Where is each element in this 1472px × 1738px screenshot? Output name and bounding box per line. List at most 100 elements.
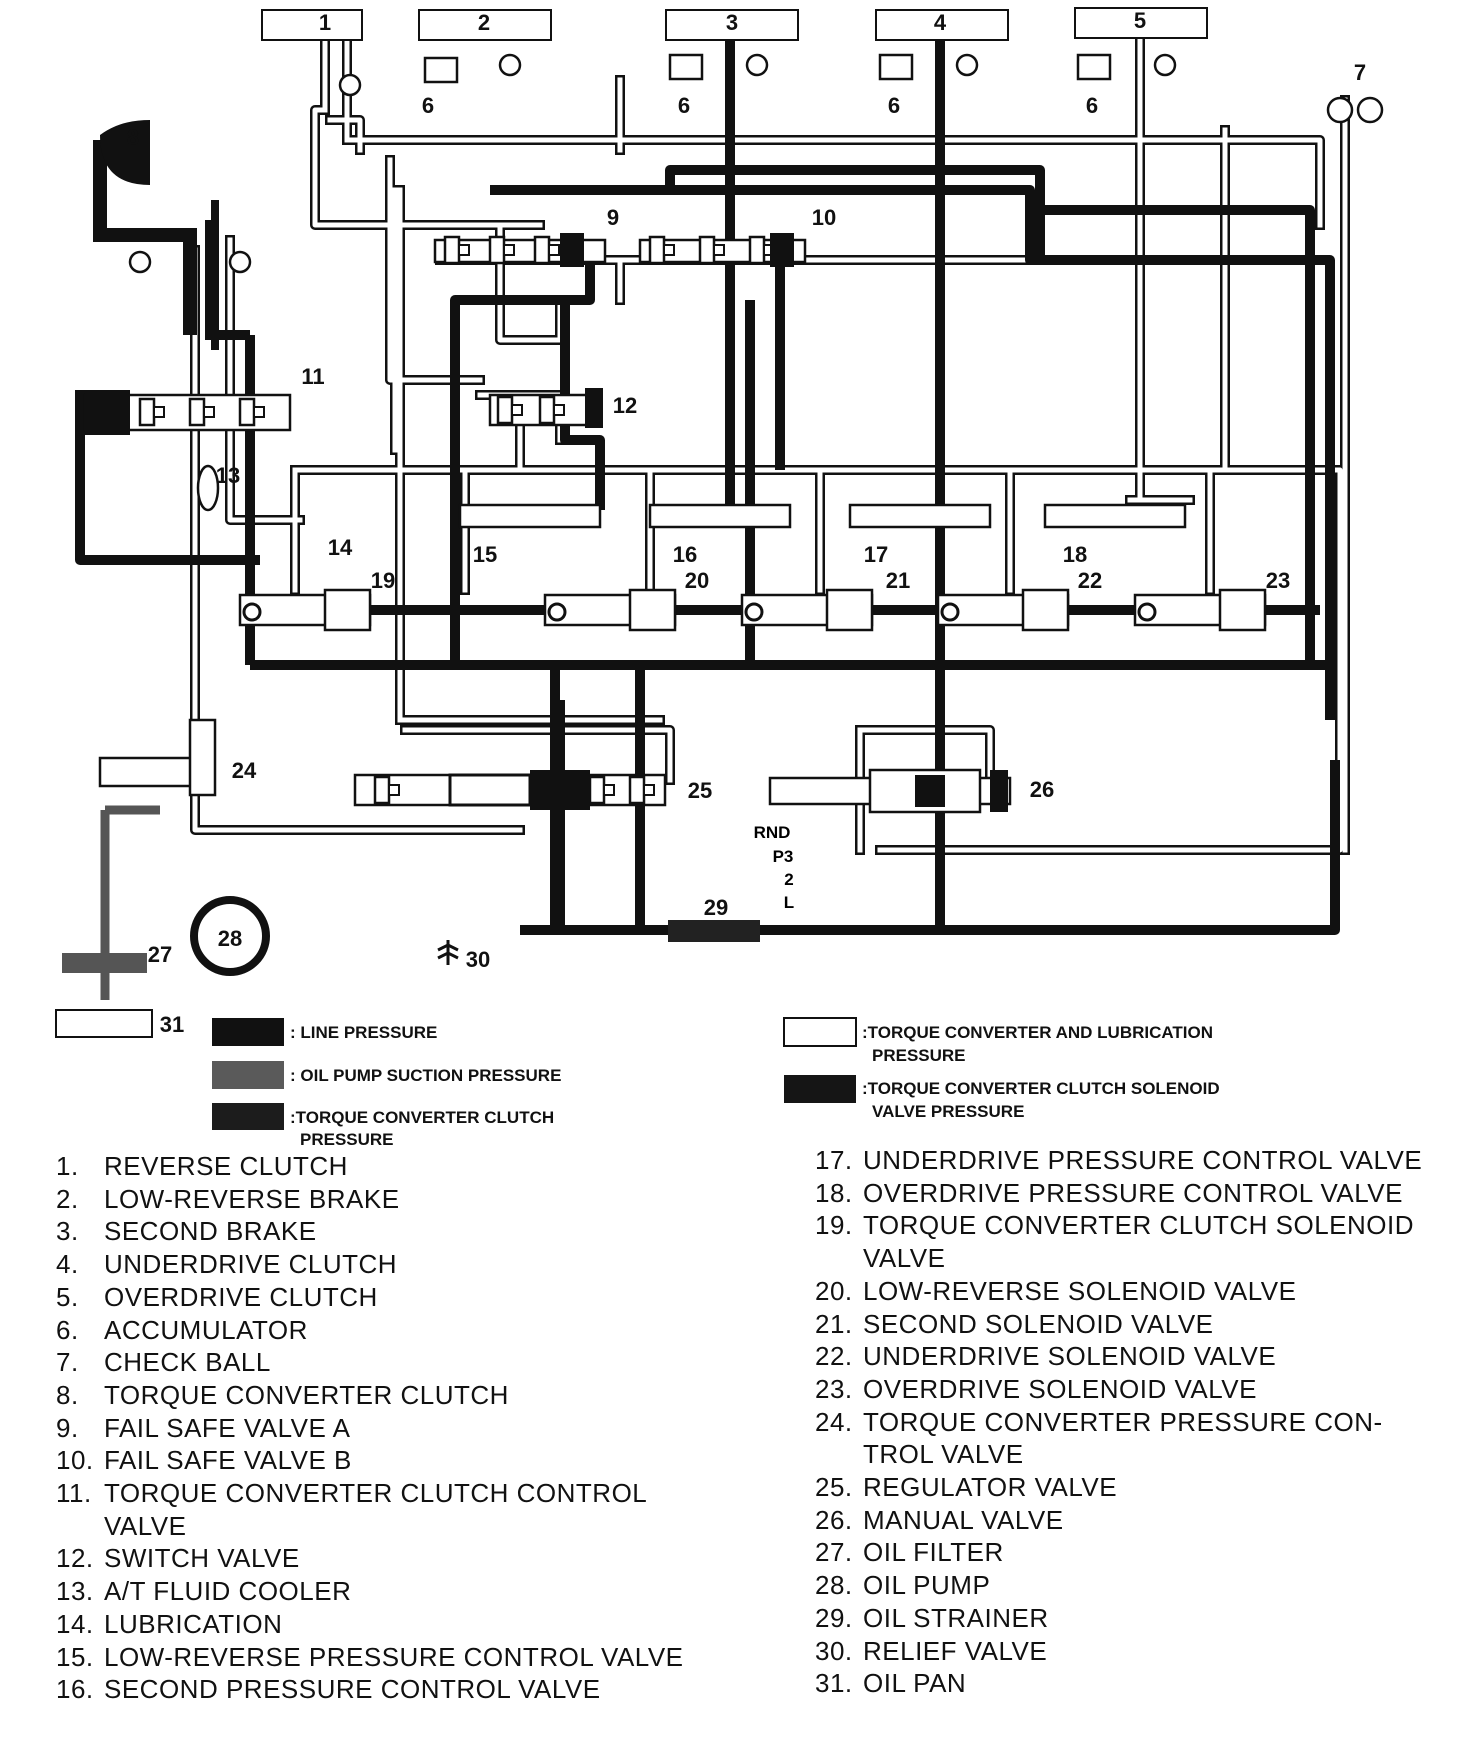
list-item-text: OIL PAN <box>863 1668 967 1699</box>
list-item: 14. LUBRICATION <box>56 1608 716 1641</box>
lube-passages <box>190 35 1350 855</box>
shift-position-label: P3 <box>773 847 794 866</box>
list-item-text: SECOND BRAKE <box>104 1216 317 1247</box>
list-item-text: SECOND SOLENOID VALVE <box>863 1308 1214 1339</box>
list-item-text: MANUAL VALVE <box>863 1504 1064 1535</box>
component-label: 7 <box>1354 60 1366 85</box>
list-item: 4.UNDERDRIVE CLUTCH <box>56 1248 716 1281</box>
list-item: 22.UNDERDRIVE SOLENOID VALVE <box>815 1340 1465 1373</box>
list-item-text: VALVE <box>863 1243 946 1274</box>
list-item-text: LOW-REVERSE SOLENOID VALVE <box>863 1275 1297 1306</box>
list-item-number: 17. <box>815 1145 853 1175</box>
list-item: 30.RELIEF VALVE <box>815 1635 1465 1668</box>
list-item: 6.ACCUMULATOR <box>56 1314 716 1347</box>
legend-swatch-oil-pump-suction <box>212 1061 284 1089</box>
list-item-text: TORQUE CONVERTER CLUTCH <box>104 1379 509 1410</box>
legend-tcc-solenoid-line-2: VALVE PRESSURE <box>872 1102 1024 1121</box>
list-item-number: 18. <box>815 1177 853 1208</box>
accumulator-group <box>423 53 1112 84</box>
component-label: 17 <box>864 542 888 567</box>
list-item-text: LOW-REVERSE BRAKE <box>104 1183 400 1214</box>
legend-swatch-line-pressure <box>212 1018 284 1046</box>
pump-group <box>55 896 760 1038</box>
legend-oil-pump-suction: : OIL PUMP SUCTION PRESSURE <box>290 1066 561 1085</box>
component-label: 28 <box>218 926 242 951</box>
clutch-box-2 <box>418 9 552 41</box>
list-item: 3. SECOND BRAKE <box>56 1215 716 1248</box>
list-item: 15.LOW-REVERSE PRESSURE CONTROL VALVE <box>56 1641 716 1674</box>
list-item-number: 3. <box>56 1216 79 1247</box>
list-item-number: 19. <box>815 1210 853 1241</box>
pressure-check-icon <box>1153 53 1177 77</box>
component-label: 8 <box>127 125 139 150</box>
solenoid-19 <box>238 588 372 632</box>
list-item: 12.SWITCH VALVE <box>56 1542 716 1575</box>
list-item-number: 5. <box>56 1281 79 1312</box>
component-label: 6 <box>678 93 690 118</box>
pressure-check-icon <box>955 53 979 77</box>
list-item-text: REGULATOR VALVE <box>863 1472 1118 1503</box>
shift-position-label: 2 <box>784 870 793 889</box>
list-item-text: TROL VALVE <box>863 1439 1024 1470</box>
list-item-number: 26. <box>815 1504 853 1535</box>
list-item: 2. LOW-REVERSE BRAKE <box>56 1183 716 1216</box>
list-item-text: LOW-REVERSE PRESSURE CONTROL VALVE <box>104 1641 684 1672</box>
list-item-number: 14. <box>56 1608 94 1639</box>
component-label: 5 <box>1134 8 1146 33</box>
oil-pump-icon <box>190 896 270 976</box>
legend-line-pressure: : LINE PRESSURE <box>290 1023 437 1042</box>
list-item: VALVE <box>56 1510 716 1543</box>
component-label: 2 <box>478 10 490 35</box>
list-item-number <box>815 1438 863 1471</box>
list-item-text: OIL FILTER <box>863 1537 1004 1568</box>
list-item: 11.TORQUE CONVERTER CLUTCH CONTROL <box>56 1477 716 1510</box>
list-item-text: A/T FLUID COOLER <box>104 1576 352 1607</box>
component-label: 9 <box>607 205 619 230</box>
clutch-box-4 <box>875 9 1009 41</box>
solenoid-22 <box>936 588 1070 632</box>
oil-filter-icon <box>62 953 147 973</box>
component-label: 29 <box>704 895 728 920</box>
list-item-number: 29. <box>815 1602 853 1633</box>
list-item-text: LUBRICATION <box>104 1608 283 1639</box>
list-item: 8.TORQUE CONVERTER CLUTCH <box>56 1379 716 1412</box>
pressure-check-icon <box>745 53 769 77</box>
list-item: 29.OIL STRAINER <box>815 1602 1465 1635</box>
list-item: 31.OIL PAN <box>815 1667 1465 1700</box>
list-item-number: 12. <box>56 1543 94 1574</box>
list-item-text: TORQUE CONVERTER CLUTCH CONTROL <box>104 1478 648 1509</box>
regulator-valve <box>353 770 667 810</box>
component-label: 22 <box>1078 568 1102 593</box>
list-item: 26. MANUAL VALVE <box>815 1504 1465 1537</box>
list-item: 19.TORQUE CONVERTER CLUTCH SOLENOID <box>815 1209 1465 1242</box>
list-item: TROL VALVE <box>815 1438 1465 1471</box>
list-item-text: OVERDRIVE SOLENOID VALVE <box>863 1373 1257 1404</box>
lower-valve-group <box>98 718 1012 814</box>
list-item: 7.CHECK BALL <box>56 1346 716 1379</box>
legend-swatch-tcc-solenoid <box>784 1075 856 1103</box>
list-item: 23.OVERDRIVE SOLENOID VALVE <box>815 1373 1465 1406</box>
pressure-check-icon <box>128 250 152 274</box>
switch-valve <box>488 388 603 428</box>
solenoid-valve-group <box>238 588 1267 632</box>
pcv-18 <box>1043 503 1187 529</box>
component-label: 11 <box>301 364 324 389</box>
list-item-number: 28. <box>815 1570 853 1601</box>
legend-tcc-solenoid-line-1: :TORQUE CONVERTER CLUTCH SOLENOID <box>862 1079 1220 1098</box>
diagram-canvas: 1234566667891011121314151617181920212223… <box>55 7 1384 1130</box>
component-label: 6 <box>422 93 434 118</box>
pcv-17 <box>848 503 992 529</box>
list-item-number: 2. <box>56 1183 79 1214</box>
component-label: 14 <box>328 535 353 560</box>
list-item-number: 24. <box>815 1406 853 1437</box>
valve-group <box>83 233 807 435</box>
accumulator <box>668 53 704 81</box>
component-label: 30 <box>466 947 490 972</box>
shift-position-label: L <box>784 893 794 912</box>
list-item-number: 9. <box>56 1412 79 1443</box>
component-label: 3 <box>726 10 738 35</box>
list-item: 5.OVERDRIVE CLUTCH <box>56 1281 716 1314</box>
